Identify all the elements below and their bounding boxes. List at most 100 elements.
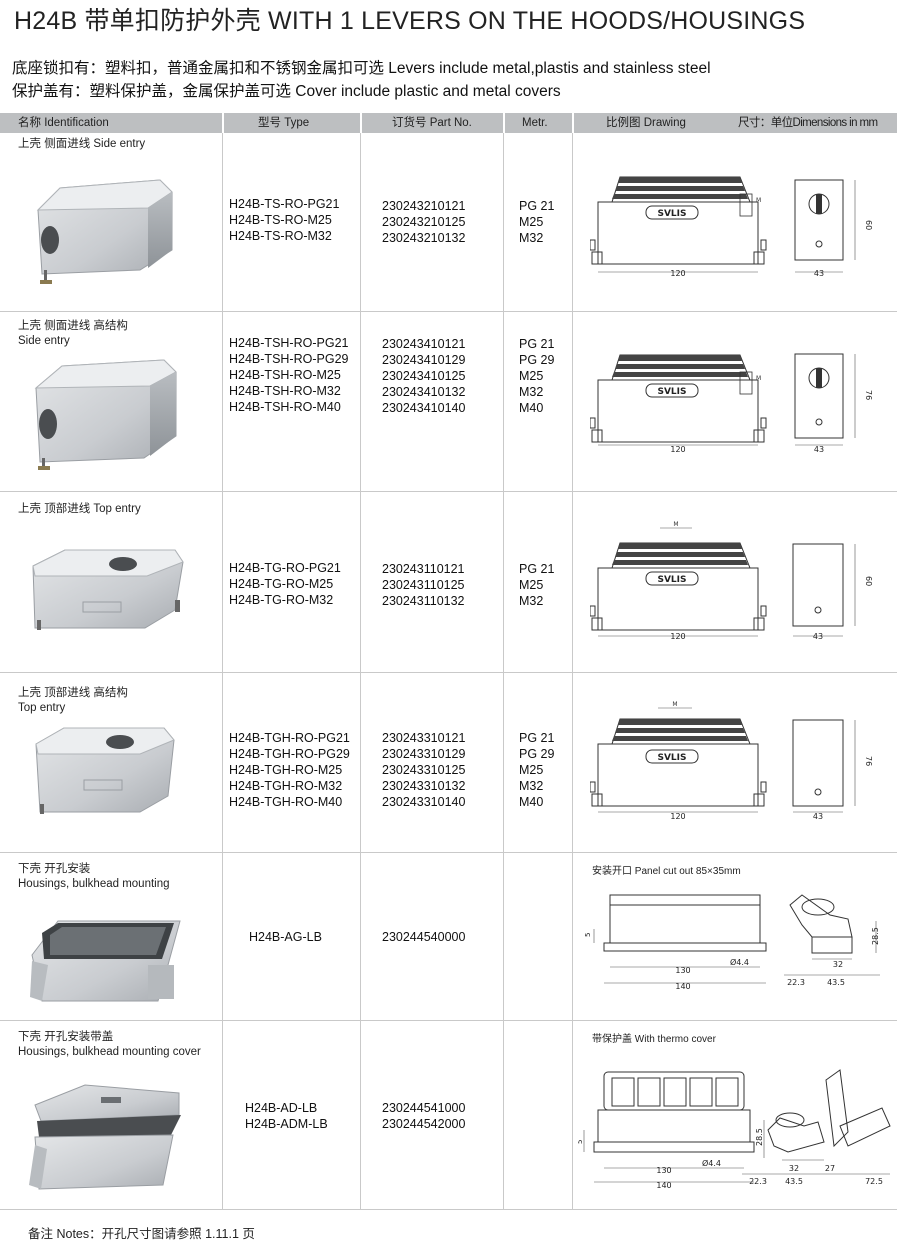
dim-width: 120 (670, 632, 685, 641)
row-identification: 上壳 侧面进线 高结构 Side entry (18, 319, 128, 349)
dim-side-b: 43.5 (785, 1177, 803, 1186)
drawing-side-entry-high: M SVLIS 120 43 76 (590, 353, 873, 454)
table-row (0, 853, 897, 1021)
hood-top-entry-photo (32, 549, 184, 630)
header-type: 型号 Type (258, 117, 310, 129)
part-number-list: 230243310121 230243310129 230243310125 2… (382, 731, 466, 809)
column-divider (503, 133, 504, 1209)
hood-side-entry-high-photo (34, 359, 177, 470)
dim-side-w: 32 (789, 1164, 799, 1173)
column-divider (572, 133, 573, 1209)
dim-side-a: 22.3 (787, 978, 805, 987)
dim-m-label: M (756, 197, 761, 204)
hood-side-entry-photo (36, 179, 173, 284)
header-separator (222, 113, 224, 133)
panel-cutout-caption: 安装开口 Panel cut out 85×35mm (592, 866, 741, 877)
dim-m-label: M (673, 521, 678, 528)
housing-bulkhead-cover-photo (29, 1084, 181, 1190)
part-number-list: 230243110121 230243110125 230243110132 (382, 562, 465, 608)
thermo-cover-caption: 带保护盖 With thermo cover (592, 1034, 716, 1045)
type-list: H24B-TG-RO-PG21 H24B-TG-RO-M25 H24B-TG-R… (229, 561, 341, 607)
dim-side-a: 22.3 (749, 1177, 767, 1186)
metr-list: PG 21 PG 29 M25 M32 M40 (519, 731, 555, 809)
id-line: 上壳 侧面进线 Side entry (18, 138, 146, 150)
dim-w1: 130 (656, 1166, 671, 1175)
header-separator (360, 113, 362, 133)
dim-width: 120 (670, 269, 685, 278)
drawing-bulkhead: 5 130 140 Ø4.4 28.5 32 22.3 43.5 (584, 894, 880, 991)
housing-bulkhead-photo (30, 920, 181, 1002)
drawing-side-entry: M SVLIS 120 43 60 (590, 176, 873, 278)
dim-depth: 43 (814, 269, 824, 278)
id-line: Housings, bulkhead mounting cover (18, 1046, 201, 1058)
dim-width: 120 (670, 445, 685, 454)
dim-w2: 140 (675, 982, 690, 991)
row-identification: 上壳 侧面进线 Side entry (18, 137, 145, 152)
hood-top-entry-high-photo (35, 727, 175, 814)
brand-label: SVLIS (657, 753, 686, 763)
dim-side-c: 27 (825, 1164, 835, 1173)
id-line: Housings, bulkhead mounting (18, 878, 170, 890)
row-identification: 下壳 开孔安装带盖 Housings, bulkhead mounting co… (18, 1030, 201, 1060)
intro-levers: 底座锁扣有：塑料扣，普通金属扣和不锈钢金属扣可选 Levers include … (12, 60, 711, 77)
id-line: Side entry (18, 335, 70, 347)
header-metr: Metr. (522, 117, 548, 129)
dim-side-d: 72.5 (865, 1177, 883, 1186)
notes: 备注 Notes：开孔尺寸图请参照 1.11.1 页 (28, 1227, 255, 1241)
header-separator (503, 113, 505, 133)
intro-covers: 保护盖有：塑料保护盖，金属保护盖可选 Cover include plastic… (12, 83, 561, 100)
table-row (0, 492, 897, 673)
dim-m-label: M (672, 701, 677, 708)
drawing-top-entry: M SVLIS 120 43 60 (590, 521, 873, 641)
dim-depth: 43 (813, 812, 823, 821)
metr-list: PG 21 M25 M32 (519, 562, 555, 608)
metr-list: PG 21 PG 29 M25 M32 M40 (519, 337, 555, 415)
metr-list: PG 21 M25 M32 (519, 199, 555, 245)
dim-height: 76 (864, 390, 873, 400)
header-part-no: 订货号 Part No. (392, 117, 472, 129)
table-row (0, 673, 897, 853)
dim-w2: 140 (656, 1181, 671, 1190)
type-list: H24B-TGH-RO-PG21 H24B-TGH-RO-PG29 H24B-T… (229, 731, 350, 809)
brand-label: SVLIS (657, 575, 686, 585)
table-header: 名称 Identification 型号 Type 订货号 Part No. M… (0, 113, 897, 133)
dim-height: 76 (864, 756, 873, 766)
type-list: H24B-AD-LB H24B-ADM-LB (245, 1101, 328, 1131)
row-identification: 上壳 顶部进线 高结构 Top entry (18, 686, 128, 716)
dim-hole: Ø4.4 (730, 957, 749, 967)
dim-depth: 43 (814, 445, 824, 454)
header-identification: 名称 Identification (18, 117, 109, 129)
type-list: H24B-TSH-RO-PG21 H24B-TSH-RO-PG29 H24B-T… (229, 336, 349, 414)
type-list: H24B-AG-LB (249, 930, 322, 944)
dim-side-b: 43.5 (827, 978, 845, 987)
dim-width: 120 (670, 812, 685, 821)
row-identification: 下壳 开孔安装 Housings, bulkhead mounting (18, 862, 170, 892)
table-row (0, 1021, 897, 1210)
part-number-list: 230243410121 230243410129 230243410125 2… (382, 337, 466, 415)
part-number-list: 230243210121 230243210125 230243210132 (382, 199, 466, 245)
drawing-bulkhead-cover: 5 130 140 Ø4.4 28.5 32 27 22.3 43.5 72.5 (578, 1069, 891, 1190)
drawing-top-entry-high: M SVLIS 120 43 76 (590, 701, 873, 821)
part-number-list: 230244540000 (382, 930, 466, 944)
header-separator (572, 113, 574, 133)
dim-s: 5 (584, 933, 592, 937)
header-dimensions: 尺寸：单位Dimensions in mm (738, 117, 878, 129)
column-divider (360, 133, 361, 1209)
id-line: Top entry (18, 702, 66, 714)
id-line: 下壳 开孔安装带盖 (18, 1031, 114, 1043)
table-row (0, 312, 897, 492)
table-row (0, 133, 897, 312)
dim-side-w: 32 (833, 960, 843, 969)
header-drawing: 比例图 Drawing (606, 117, 686, 129)
type-list: H24B-TS-RO-PG21 H24B-TS-RO-M25 H24B-TS-R… (229, 197, 340, 243)
dim-side-h: 28.5 (755, 1128, 764, 1146)
dim-hole: Ø4.4 (702, 1158, 721, 1168)
id-line: 上壳 顶部进线 高结构 (18, 687, 128, 699)
dim-s: 5 (578, 1140, 584, 1144)
part-number-list: 230244541000 230244542000 (382, 1101, 466, 1131)
brand-label: SVLIS (657, 387, 686, 397)
id-line: 上壳 顶部进线 Top entry (18, 503, 141, 515)
row-identification: 上壳 顶部进线 Top entry (18, 502, 141, 517)
dim-m-label: M (756, 375, 761, 382)
dim-height: 60 (864, 220, 873, 230)
